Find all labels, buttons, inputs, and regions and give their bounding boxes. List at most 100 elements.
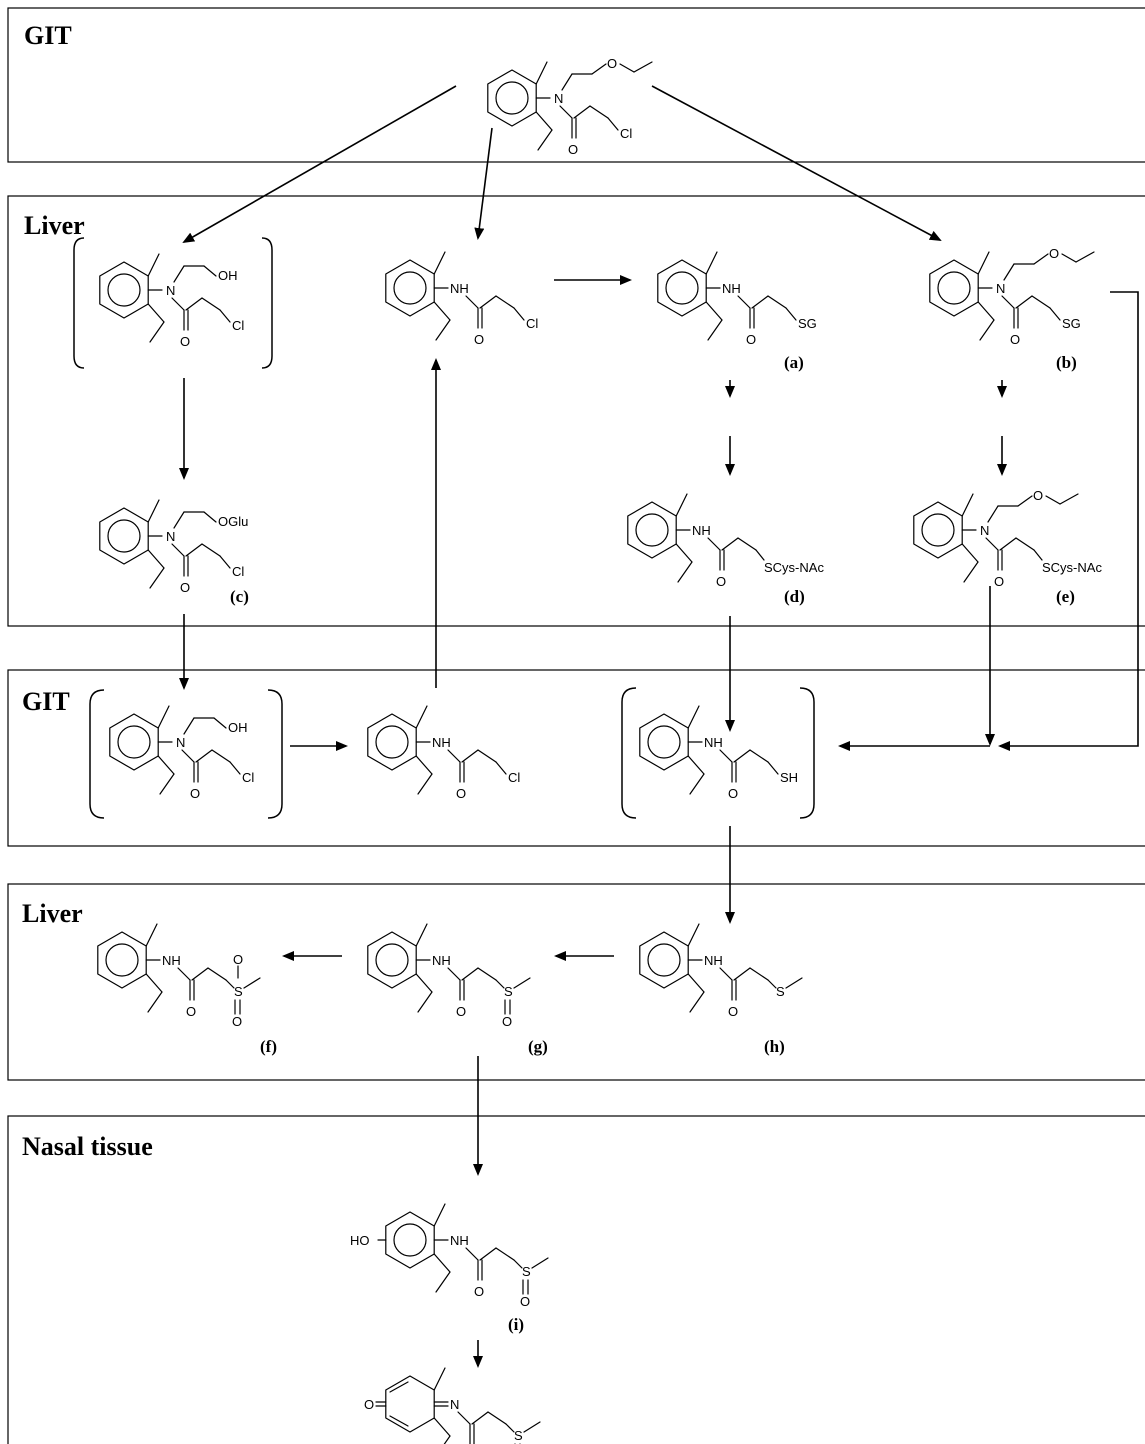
bracket-left xyxy=(89,689,105,819)
svg-text:O: O xyxy=(728,786,738,801)
arrow-parent-to-hydroxymethyl xyxy=(182,85,457,243)
svg-text:N: N xyxy=(166,283,175,298)
svg-text:SG: SG xyxy=(798,316,817,331)
svg-text:Cl: Cl xyxy=(508,770,520,785)
region-box-nasal xyxy=(7,1115,1145,1444)
svg-text:N: N xyxy=(980,523,989,538)
svg-text:NH: NH xyxy=(722,281,741,296)
svg-text:Cl: Cl xyxy=(232,564,244,579)
label-c: (c) xyxy=(230,587,249,606)
svg-text:NH: NH xyxy=(704,735,723,750)
svg-text:Cl: Cl xyxy=(620,126,632,141)
structure-d: NH O SCys-NAc xyxy=(627,493,824,589)
svg-text:SCys-NAc: SCys-NAc xyxy=(1042,560,1102,575)
svg-text:NH: NH xyxy=(450,1233,469,1248)
svg-text:S: S xyxy=(522,1264,531,1279)
region-box-liver-2 xyxy=(7,883,1145,1081)
svg-text:SG: SG xyxy=(1062,316,1081,331)
svg-text:N: N xyxy=(554,91,563,106)
region-box-liver-1 xyxy=(7,195,1145,627)
svg-text:O: O xyxy=(456,786,466,801)
svg-text:NH: NH xyxy=(692,523,711,538)
arrow-parent-to-dealkylated xyxy=(474,127,493,240)
svg-text:O: O xyxy=(190,786,200,801)
svg-text:HO: HO xyxy=(350,1233,370,1248)
svg-text:O: O xyxy=(502,1014,512,1029)
bracket-left xyxy=(621,687,637,819)
svg-text:NH: NH xyxy=(432,735,451,750)
structure-h: NH O S xyxy=(639,923,803,1019)
svg-text:O: O xyxy=(474,1284,484,1299)
label-e: (e) xyxy=(1056,587,1075,606)
svg-text:Cl: Cl xyxy=(526,316,538,331)
region-box-git-mid xyxy=(7,669,1145,847)
svg-text:OH: OH xyxy=(228,720,248,735)
bracket-right xyxy=(799,687,815,819)
svg-text:S: S xyxy=(776,984,785,999)
svg-text:S: S xyxy=(234,984,243,999)
structure-i: HO NH O S O xyxy=(350,1203,549,1309)
structure-e: N O O SCys-NAc xyxy=(913,488,1102,589)
svg-text:N: N xyxy=(176,735,185,750)
svg-text:O: O xyxy=(180,580,190,595)
region-label-liver-1: Liver xyxy=(24,211,85,240)
structure-dealkylated-liver: NH O Cl xyxy=(385,251,538,347)
bracket-right xyxy=(261,237,273,369)
svg-text:S: S xyxy=(504,984,513,999)
svg-text:OH: OH xyxy=(218,268,238,283)
svg-text:O: O xyxy=(716,574,726,589)
structure-g: NH O S O xyxy=(367,923,531,1029)
structure-b: N O O SG xyxy=(929,246,1095,347)
svg-text:O: O xyxy=(180,334,190,349)
structure-f: NH O S O O xyxy=(97,923,261,1029)
structure-parent: N O O Cl xyxy=(487,56,653,157)
svg-text:O: O xyxy=(1049,246,1059,261)
structure-hydroxymethyl-git: N OH O Cl xyxy=(109,705,254,801)
svg-text:O: O xyxy=(568,142,578,157)
svg-text:O: O xyxy=(994,574,1004,589)
svg-text:NH: NH xyxy=(450,281,469,296)
svg-text:NH: NH xyxy=(432,953,451,968)
region-label-liver-2: Liver xyxy=(22,899,83,928)
svg-text:O: O xyxy=(456,1004,466,1019)
structure-quinone-imine: O N O S O xyxy=(364,1367,541,1444)
region-box-git-top xyxy=(7,7,1145,163)
svg-text:N: N xyxy=(450,1397,459,1412)
label-b: (b) xyxy=(1056,353,1077,372)
label-h: (h) xyxy=(764,1037,785,1056)
svg-text:N: N xyxy=(166,529,175,544)
region-label-nasal: Nasal tissue xyxy=(22,1132,153,1161)
svg-text:NH: NH xyxy=(704,953,723,968)
svg-text:Cl: Cl xyxy=(232,318,244,333)
structure-dealkylated-git: NH O Cl xyxy=(367,705,520,801)
svg-text:N: N xyxy=(996,281,1005,296)
label-d: (d) xyxy=(784,587,805,606)
svg-text:O: O xyxy=(746,332,756,347)
svg-text:O: O xyxy=(520,1294,530,1309)
svg-text:O: O xyxy=(607,56,617,71)
svg-text:O: O xyxy=(233,952,243,967)
label-a: (a) xyxy=(784,353,804,372)
structure-a: NH O SG xyxy=(657,251,817,347)
svg-text:OGlu: OGlu xyxy=(218,514,248,529)
svg-text:O: O xyxy=(1010,332,1020,347)
svg-text:O: O xyxy=(232,1014,242,1029)
bracket-right xyxy=(267,689,283,819)
svg-text:Cl: Cl xyxy=(242,770,254,785)
region-label-git-mid: GIT xyxy=(22,687,70,716)
structure-hydroxymethyl-liver: N OH O Cl xyxy=(99,253,244,349)
label-f: (f) xyxy=(260,1037,277,1056)
label-g: (g) xyxy=(528,1037,548,1056)
arrow-b-side-route xyxy=(998,291,1139,751)
bracket-left xyxy=(73,237,85,369)
label-i: (i) xyxy=(508,1315,524,1334)
svg-text:O: O xyxy=(186,1004,196,1019)
svg-text:O: O xyxy=(1033,488,1043,503)
svg-text:NH: NH xyxy=(162,953,181,968)
svg-text:O: O xyxy=(474,332,484,347)
svg-text:SH: SH xyxy=(780,770,798,785)
arrow-parent-to-b xyxy=(651,85,942,241)
svg-text:O: O xyxy=(728,1004,738,1019)
structure-thiol: NH O SH xyxy=(639,705,798,801)
